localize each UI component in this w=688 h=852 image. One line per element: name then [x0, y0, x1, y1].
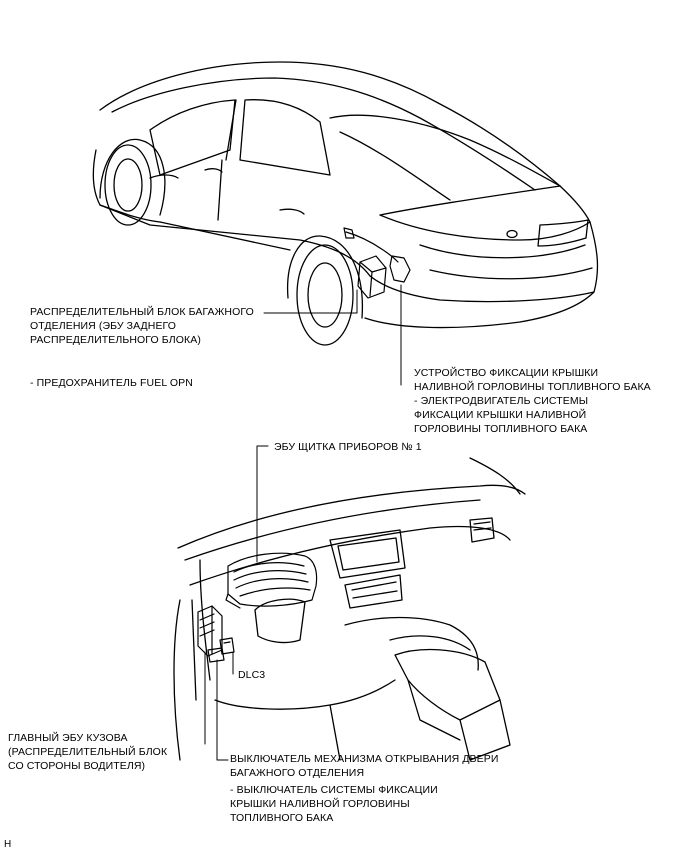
fuel-lid-lock-line-1: УСТРОЙСТВО ФИКСАЦИИ КРЫШКИ — [414, 367, 599, 379]
luggage-opener-switch-label: ВЫКЛЮЧАТЕЛЬ МЕХАНИЗМА ОТКРЫВАНИЯ ДВЕРИ Б… — [230, 752, 499, 780]
fuel-lid-switch-line-1: - ВЫКЛЮЧАТЕЛЬ СИСТЕМЫ ФИКСАЦИИ — [230, 784, 438, 796]
dlc3-label: DLC3 — [238, 669, 266, 681]
dashboard-drawing — [173, 457, 526, 761]
fuel-lid-motor-line-1: - ЭЛЕКТРОДВИГАТЕЛЬ СИСТЕМЫ — [414, 395, 589, 407]
trunk-junction-block-icon — [357, 255, 387, 299]
luggage-switch-line-2: БАГАЖНОГО ОТДЕЛЕНИЯ — [230, 767, 365, 779]
main-body-ecu-line-1: ГЛАВНЫЙ ЭБУ КУЗОВА — [8, 732, 128, 744]
fuel-lid-lock-icon — [343, 227, 411, 283]
fuel-lid-motor-line-3: ГОРЛОВИНЫ ТОПЛИВНОГО БАКА — [414, 423, 588, 435]
fuel-lid-motor-line-2: ФИКСАЦИИ КРЫШКИ НАЛИВНОЙ — [414, 409, 587, 421]
corner-mark: H — [4, 839, 12, 850]
fuel-lid-switch-line-2: КРЫШКИ НАЛИВНОЙ ГОРЛОВИНЫ — [230, 798, 410, 810]
luggage-switch-line-1: ВЫКЛЮЧАТЕЛЬ МЕХАНИЗМА ОТКРЫВАНИЯ ДВЕРИ — [230, 753, 499, 765]
trunk-block-line-2: ОТДЕЛЕНИЯ (ЭБУ ЗАДНЕГО — [30, 320, 177, 332]
car-drawing — [92, 61, 599, 346]
fuel-lid-lock-label: УСТРОЙСТВО ФИКСАЦИИ КРЫШКИ НАЛИВНОЙ ГОРЛ… — [414, 366, 651, 436]
fuel-opn-fuse-label: - ПРЕДОХРАНИТЕЛЬ FUEL OPN — [30, 377, 193, 389]
fuel-lid-switch-line-3: ТОПЛИВНОГО БАКА — [230, 812, 334, 824]
luggage-switch-icon — [207, 647, 225, 663]
main-body-ecu-line-2: (РАСПРЕДЕЛИТЕЛЬНЫЙ БЛОК — [8, 746, 168, 758]
meter-ecu-icon — [225, 552, 318, 609]
meter-ecu-label: ЭБУ ЩИТКА ПРИБОРОВ № 1 — [274, 441, 422, 453]
leader-lines-top — [263, 284, 402, 386]
main-body-ecu-line-3: СО СТОРОНЫ ВОДИТЕЛЯ) — [8, 760, 146, 772]
trunk-block-line-1: РАСПРЕДЕЛИТЕЛЬНЫЙ БЛОК БАГАЖНОГО — [30, 306, 254, 318]
main-body-ecu-label: ГЛАВНЫЙ ЭБУ КУЗОВА (РАСПРЕДЕЛИТЕЛЬНЫЙ БЛ… — [8, 731, 167, 773]
trunk-block-line-3: РАСПРЕДЕЛИТЕЛЬНОГО БЛОКА) — [30, 334, 201, 346]
fuel-lid-switch-label: - ВЫКЛЮЧАТЕЛЬ СИСТЕМЫ ФИКСАЦИИ КРЫШКИ НА… — [230, 783, 438, 825]
fuel-lid-lock-line-2: НАЛИВНОЙ ГОРЛОВИНЫ ТОПЛИВНОГО БАКА — [414, 381, 651, 393]
trunk-junction-block-label: РАСПРЕДЕЛИТЕЛЬНЫЙ БЛОК БАГАЖНОГО ОТДЕЛЕН… — [30, 305, 254, 347]
dlc3-connector-icon — [219, 637, 235, 655]
leader-lines-bottom — [204, 445, 269, 761]
